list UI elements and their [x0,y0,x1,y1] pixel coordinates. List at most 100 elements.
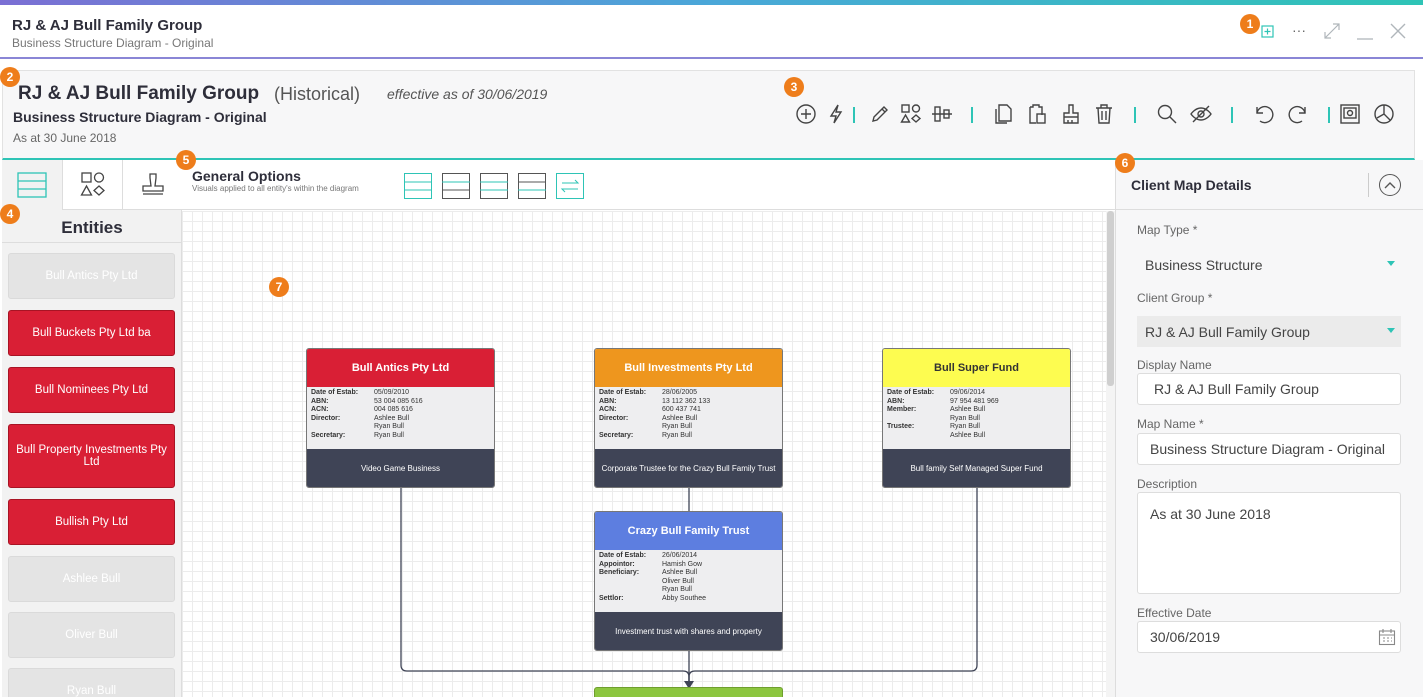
client-map-details-panel: Client Map Details Map Type * Business S… [1115,160,1423,697]
stamp-tab-icon[interactable] [123,160,182,210]
add-window-icon[interactable] [1259,21,1275,42]
entity-card-partial[interactable] [594,687,783,697]
diagram-title: RJ & AJ Bull Family Group [18,83,260,104]
diagram-header: RJ & AJ Bull Family Group (Historical) e… [2,70,1415,160]
copy-icon[interactable] [990,101,1016,127]
more-icon[interactable]: ··· [1292,22,1306,38]
entity-card-bull-super-fund[interactable]: Bull Super Fund Date of Estab:09/06/2014… [882,348,1071,488]
map-name-field[interactable]: Business Structure Diagram - Original [1137,433,1401,465]
window-subtitle: Business Structure Diagram - Original [12,36,214,50]
map-type-select[interactable]: Business Structure [1137,249,1401,280]
hide-icon[interactable] [1188,101,1214,127]
callout-badge-7: 7 [269,277,289,297]
chevron-up-icon[interactable] [1379,174,1401,196]
map-type-label: Map Type * [1137,223,1198,237]
callout-badge-3: 3 [784,77,804,97]
align-icon[interactable] [929,101,955,127]
entity-item[interactable]: Bull Nominees Pty Ltd [8,367,175,413]
window-title: RJ & AJ Bull Family Group [12,17,203,34]
toolbar-divider [1134,107,1136,123]
card-title: Bull Investments Pty Ltd [595,349,782,387]
card-footer: Investment trust with shares and propert… [595,612,782,650]
expand-icon[interactable] [1322,21,1342,44]
callout-badge-1: 1 [1240,14,1260,34]
display-name-field[interactable]: RJ & AJ Bull Family Group [1137,373,1401,405]
toolbar-divider [1231,107,1233,123]
card-details: Date of Estab:28/06/2005 ABN:13 112 362 … [599,389,711,439]
connector-lines [400,487,978,689]
entity-item[interactable]: Ryan Bull [8,668,175,697]
card-details: Date of Estab:05/09/2010 ABN:53 004 085 … [311,389,423,439]
shapes-icon[interactable] [898,101,924,127]
card-footer: Bull family Self Managed Super Fund [883,449,1070,487]
details-title: Client Map Details [1131,177,1252,193]
entity-card-bull-antics[interactable]: Bull Antics Pty Ltd Date of Estab:05/09/… [306,348,495,488]
map-name-label: Map Name * [1137,417,1204,431]
redo-icon[interactable] [1286,101,1312,127]
card-details: Date of Estab:09/06/2014 ABN:97 954 481 … [887,389,999,439]
pencil-icon[interactable] [867,101,893,127]
card-details: Date of Estab:26/06/2014 Appointor:Hamis… [599,552,706,602]
entity-card-bull-investments[interactable]: Bull Investments Pty Ltd Date of Estab:2… [594,348,783,488]
callout-badge-4: 4 [0,204,20,224]
effective-date-label: effective as of 30/06/2019 [387,86,548,102]
historical-status: (Historical) [274,84,361,104]
format-painter-icon[interactable] [1058,101,1084,127]
toolbar-divider [971,107,973,123]
top-accent-bar [0,0,1423,5]
header-divider [1368,173,1369,197]
swap-arrows-icon[interactable] [556,173,584,199]
left-panel: Entities Bull Antics Pty Ltd Bull Bucket… [2,160,182,697]
entity-item[interactable]: Oliver Bull [8,612,175,658]
calendar-icon[interactable] [1378,628,1396,649]
entities-tab-icon[interactable] [2,160,63,210]
toolbar-divider [853,107,855,123]
layout-all-bordered-icon[interactable] [404,173,432,199]
search-icon[interactable] [1154,101,1180,127]
entity-item[interactable]: Bullish Pty Ltd [8,499,175,545]
delete-icon[interactable] [1091,101,1117,127]
layout-header-icon[interactable] [442,173,470,199]
entities-list[interactable]: Bull Antics Pty Ltd Bull Buckets Pty Ltd… [2,242,182,697]
window-titlebar: RJ & AJ Bull Family Group Business Struc… [0,5,1423,59]
client-group-select[interactable]: RJ & AJ Bull Family Group [1137,316,1401,347]
entity-item[interactable]: Bull Property Investments Pty Ltd [8,424,175,488]
display-name-label: Display Name [1137,358,1212,372]
card-title: Bull Antics Pty Ltd [307,349,494,387]
details-header: Client Map Details [1116,160,1423,210]
entity-item[interactable]: Ashlee Bull [8,556,175,602]
general-options-title: General Options [192,168,301,184]
close-icon[interactable] [1388,21,1408,44]
client-group-label: Client Group * [1137,291,1213,305]
callout-badge-2: 2 [0,67,20,87]
callout-badge-5: 5 [176,150,196,170]
general-options-bar: General Options Visuals applied to all e… [182,160,1115,210]
save-image-icon[interactable] [1337,101,1363,127]
diagram-subtitle: Business Structure Diagram - Original [13,109,267,125]
canvas-scrollbar[interactable] [1106,211,1115,697]
general-options-subtitle: Visuals applied to all entity's within t… [192,184,359,193]
description-label: Description [1137,477,1198,491]
card-footer: Corporate Trustee for the Crazy Bull Fam… [595,449,782,487]
effective-date-field-label: Effective Date [1137,606,1212,620]
scrollbar-thumb[interactable] [1107,211,1114,386]
layout-sections-icon[interactable] [480,173,508,199]
minimize-icon[interactable] [1355,21,1375,44]
entity-item[interactable]: Bull Antics Pty Ltd [8,253,175,299]
diagram-canvas[interactable]: Bull Antics Pty Ltd Date of Estab:05/09/… [182,211,1106,697]
layout-footer-icon[interactable] [518,173,546,199]
add-icon[interactable] [793,101,819,127]
paste-icon[interactable] [1024,101,1050,127]
entity-item[interactable]: Bull Buckets Pty Ltd ba [8,310,175,356]
effective-date-field[interactable]: 30/06/2019 [1137,621,1401,653]
lightning-icon[interactable] [823,101,849,127]
card-title: Bull Super Fund [883,349,1070,387]
card-title: Crazy Bull Family Trust [595,512,782,550]
entity-card-crazy-bull-trust[interactable]: Crazy Bull Family Trust Date of Estab:26… [594,511,783,651]
pie-chart-icon[interactable] [1371,101,1397,127]
description-field[interactable]: As at 30 June 2018 [1137,492,1401,594]
card-footer: Video Game Business [307,449,494,487]
shapes-tab-icon[interactable] [63,160,123,210]
undo-icon[interactable] [1250,101,1276,127]
as-at-label: As at 30 June 2018 [13,131,117,145]
